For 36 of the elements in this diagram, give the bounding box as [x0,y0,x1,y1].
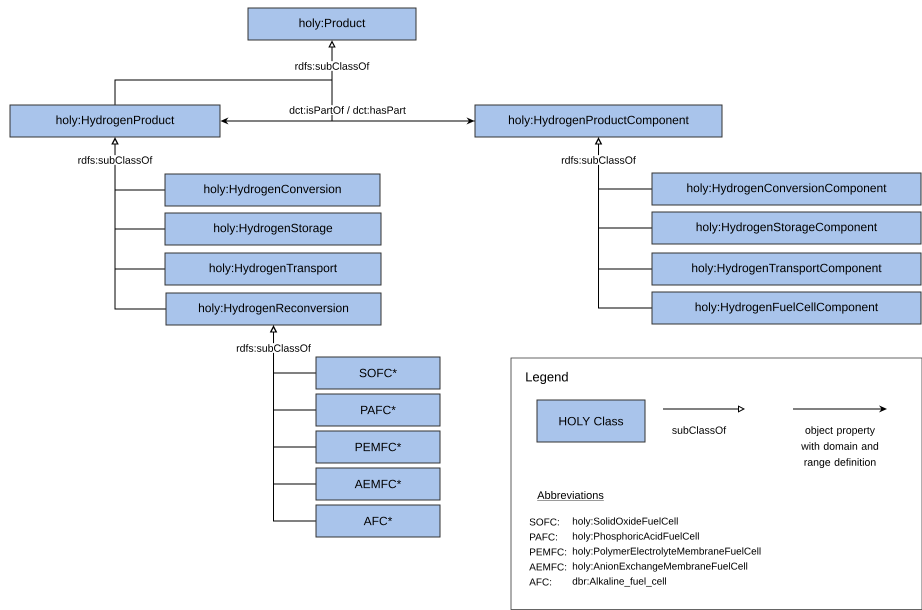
edge-label: rdfs:subClassOf [235,343,312,353]
abbreviation: PEMFC: [530,548,566,556]
legend-title: Legend [526,372,568,384]
class-box: holy:HydrogenProduct [10,104,220,138]
class-box: PEMFC* [316,430,440,464]
abbreviation-definition: holy:SolidOxideFuelCell [572,517,678,527]
abbreviation: PAFC: [530,533,557,541]
class-box: PAFC* [316,393,440,426]
legend-text: object property with domain and range definition [801,426,878,468]
abbreviation-definition: holy:PolymerElectrolyteMembraneFuelCell [572,547,760,557]
class-box: AFC* [316,504,440,538]
class-box: holy:HydrogenConversionComponent [652,172,922,206]
class-box: holy:Product [248,8,416,40]
edge-label: rdfs:subClassOf [560,155,637,165]
class-box: SOFC* [316,356,440,390]
heading: Abbreviations [537,490,604,501]
edge-label: rdfs:subClassOf [294,61,370,71]
class-box: holy:HydrogenTransportComponent [652,252,922,286]
class-box: holy:HydrogenProductComponent [474,104,722,138]
abbreviation-definition: holy:PhosphoricAcidFuelCell [572,532,699,542]
class-box: holy:HydrogenConversion [164,174,380,206]
class-box: holy:HydrogenTransport [164,252,382,286]
class-box: AEMFC* [316,467,440,500]
class-box: holy:HydrogenReconversion [166,292,382,326]
legend-box: HOLY Class [536,399,646,442]
edge-label: dct:isPartOf / dct:hasPart [288,105,407,115]
legend-text: subClassOf [672,426,726,434]
class-box: holy:HydrogenFuelCellComponent [652,291,922,324]
edge-label: rdfs:subClassOf [76,155,154,165]
abbreviation: AFC: [529,578,552,586]
class-box: holy:HydrogenStorage [164,212,382,246]
abbreviation-definition: dbr:Alkaline_fuel_cell [572,577,666,587]
class-box: holy:HydrogenStorageComponent [652,212,922,244]
abbreviation: AEMFC: [529,563,566,571]
abbreviation: SOFC: [530,518,559,526]
abbreviation-definition: holy:AnionExchangeMembraneFuelCell [572,562,748,572]
